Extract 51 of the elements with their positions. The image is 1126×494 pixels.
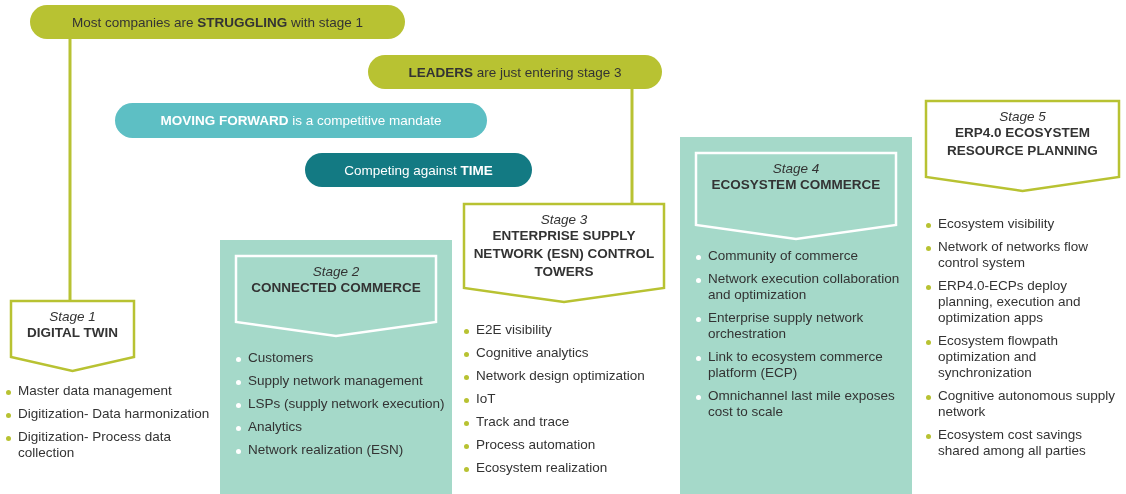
bullet-item: Customers [248, 350, 314, 365]
callout-text: Competing against TIME [344, 162, 493, 178]
bullet-item: Analytics [248, 419, 303, 434]
stage-header-box [10, 300, 135, 372]
stage-header-box [235, 255, 437, 337]
stage-header-box [463, 203, 665, 303]
bullet-item: Network realization (ESN) [248, 442, 404, 457]
bullet-item: Cognitive analytics [476, 345, 589, 360]
bullet-item: Cognitive autonomous supply network [938, 388, 1116, 419]
stage-label: Stage 3 [539, 212, 589, 227]
callout-text: MOVING FORWARD is a competitive mandate [160, 113, 442, 128]
bullet-item: Network of networks flow control system [938, 239, 1089, 270]
stage-title: CONNECTED COMMERCE [250, 279, 422, 297]
bullet-item: ERP4.0-ECPs deploy planning, execution and optimization apps [938, 278, 1081, 325]
bullet-item: LSPs (supply network execution) [248, 396, 445, 411]
bullet-item: Community of commerce [708, 248, 859, 263]
bullet-item: Supply network management [248, 373, 423, 388]
bullet-item: Ecosystem flowpath optimization and synchronization [938, 333, 1059, 380]
stage-column [220, 240, 452, 494]
stage-label: Stage 5 [998, 109, 1047, 124]
bullet-item: Digitization- Process data collection [18, 429, 172, 460]
bullet-item: Ecosystem realization [476, 460, 608, 475]
callout-bubble [368, 55, 662, 89]
bullet-item: Omnichannel last mile exposes cost to scale [708, 388, 895, 419]
bullet-item: Ecosystem cost savings shared among all parties [938, 427, 1086, 458]
stage-header-box [925, 100, 1120, 192]
stage-label: Stage 1 [48, 309, 97, 324]
callout-bubble [30, 5, 405, 39]
bullet-item: Enterprise supply network orchestration [708, 310, 864, 341]
stage-title: ECOSYSTEM COMMERCE [710, 176, 882, 194]
bullet-item: Ecosystem visibility [938, 216, 1055, 231]
bullet-item: Link to ecosystem commerce platform (ECP) [708, 349, 883, 380]
bullet-item: Process automation [476, 437, 596, 452]
bullet-item: Digitization- Data harmonization [18, 406, 210, 421]
stage-column [680, 137, 912, 494]
callout-bubble [305, 153, 532, 187]
stage-title: DIGITAL TWIN [26, 324, 119, 342]
bullet-item: E2E visibility [476, 322, 552, 337]
callout-text: LEADERS are just entering stage 3 [408, 64, 622, 80]
stage-header-box [695, 152, 897, 240]
stage-label: Stage 2 [311, 264, 361, 279]
bullet-item: Master data management [18, 383, 172, 398]
callout-text: Most companies are STRUGGLING with stage 1 [71, 14, 364, 30]
bullet-item: IoT [476, 391, 496, 406]
stage-label: Stage 4 [771, 161, 821, 176]
callout-bubble [115, 103, 487, 138]
bullet-item: Track and trace [476, 414, 570, 429]
stage-title: ERP4.0 ECOSYSTEM RESOURCE PLANNING [946, 124, 1099, 160]
stage-title: ENTERPRISE SUPPLY NETWORK (ESN) CONTROL TOWERS [472, 227, 656, 281]
bullet-item: Network design optimization [476, 368, 645, 383]
bullet-item: Network execution collaboration and optimization [708, 271, 900, 302]
